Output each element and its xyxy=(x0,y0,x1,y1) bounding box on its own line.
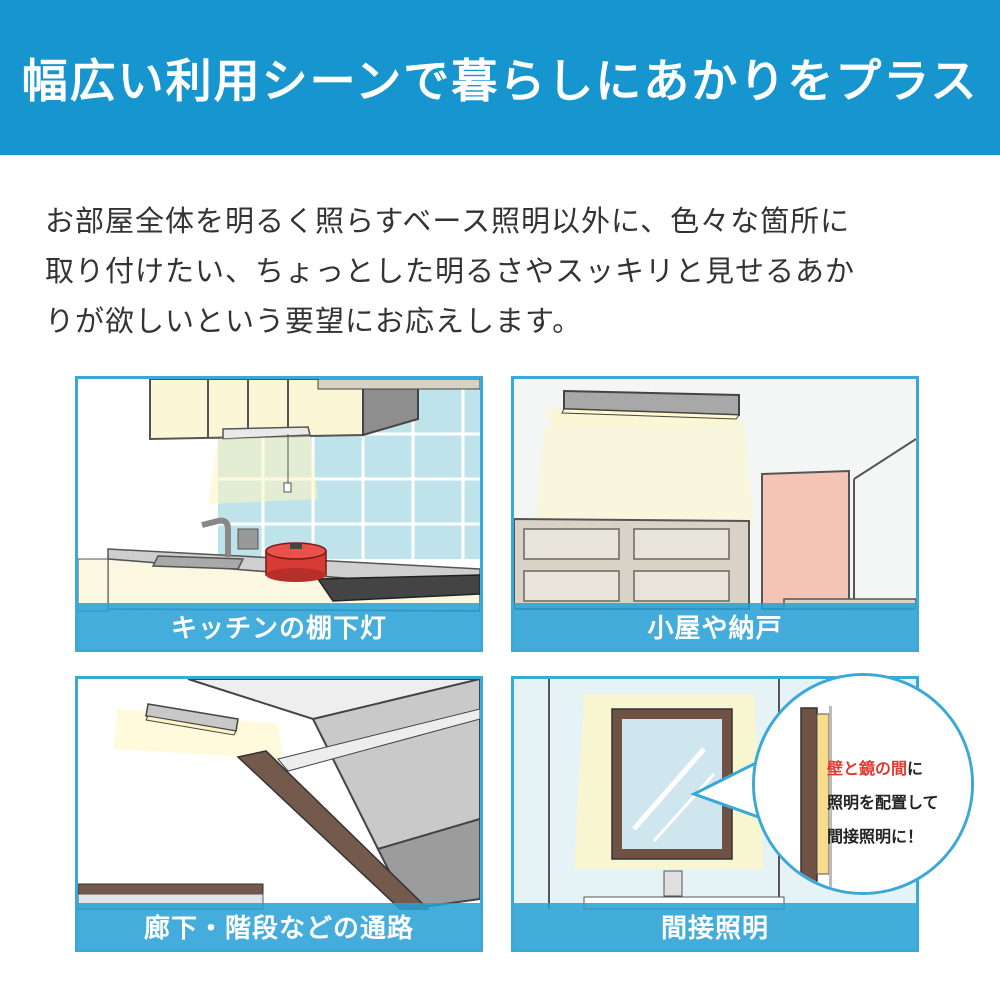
callout-text: 壁と鏡の間に 照明を配置して 間接照明に！ xyxy=(827,752,967,854)
intro-line-3: りが欲しいという要望にお応えします。 xyxy=(45,304,583,338)
wall-mirror-detail xyxy=(755,676,971,892)
detail-callout xyxy=(752,673,974,895)
callout-line-1-rest: に xyxy=(907,759,924,778)
panel-hallway: 廊下・階段などの通路 xyxy=(75,676,483,952)
intro-text: お部屋全体を明るく照らすベース照明以外に、色々な箇所に 取り付けたい、ちょっとし… xyxy=(45,196,965,346)
intro-line-1: お部屋全体を明るく照らすベース照明以外に、色々な箇所に xyxy=(45,204,851,238)
kitchen-illustration xyxy=(78,379,480,612)
panel-caption-storage: 小屋や納戸 xyxy=(514,603,916,649)
panel-kitchen: キッチンの棚下灯 xyxy=(75,376,483,652)
callout-line-3: 間接照明に！ xyxy=(827,827,924,846)
panel-caption-kitchen: キッチンの棚下灯 xyxy=(78,603,480,649)
panel-indirect: 間接照明 xyxy=(511,676,919,952)
callout-line-1: 壁と鏡の間に xyxy=(827,752,967,786)
page-header: 幅広い利用シーンで暮らしにあかりをプラス xyxy=(0,0,1000,155)
intro-line-2: 取り付けたい、ちょっとした明るさやスッキリと見せるあか xyxy=(45,254,856,288)
panel-storage: 小屋や納戸 xyxy=(511,376,919,652)
panel-caption-indirect: 間接照明 xyxy=(514,903,916,949)
panel-caption-hallway: 廊下・階段などの通路 xyxy=(78,903,480,949)
callout-line-2: 照明を配置して xyxy=(827,793,939,812)
callout-highlight: 壁と鏡の間 xyxy=(827,759,908,778)
page-title: 幅広い利用シーンで暮らしにあかりをプラス xyxy=(21,53,979,108)
